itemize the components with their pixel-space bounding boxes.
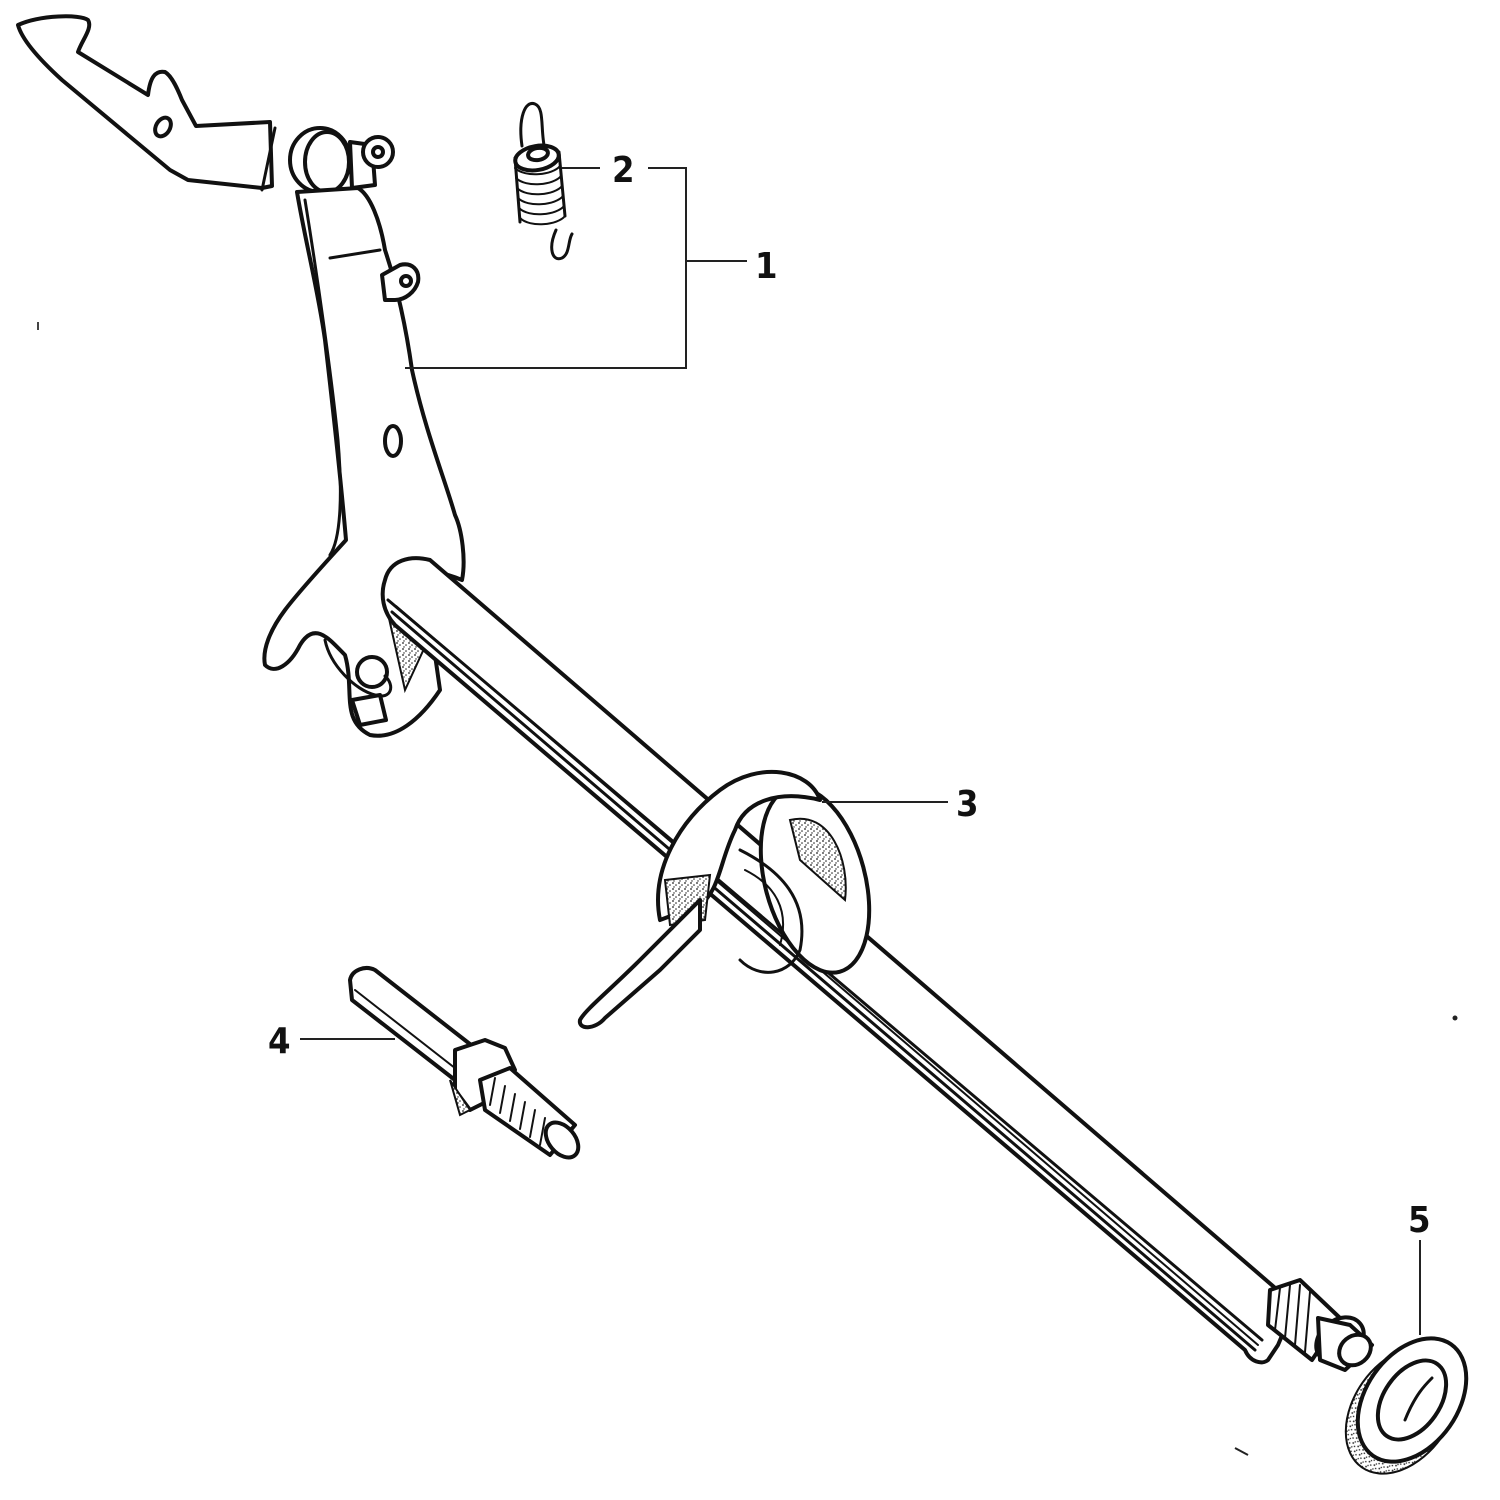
shift-spindle	[380, 556, 1374, 1372]
callout-5: 5	[1408, 1200, 1431, 1241]
return-spring	[577, 769, 872, 1030]
callout-4: 4	[268, 1021, 291, 1062]
stray-mark	[1234, 1447, 1249, 1456]
oil-seal	[1344, 1336, 1469, 1475]
stray-mark	[1452, 1015, 1458, 1021]
stopper-pin	[348, 966, 581, 1160]
tension-spring	[513, 102, 574, 261]
leader-lines	[300, 167, 1421, 1335]
callout-2: 2	[612, 150, 635, 191]
callout-1: 1	[755, 246, 778, 287]
shift-lever	[16, 14, 466, 738]
callout-3: 3	[956, 784, 979, 825]
